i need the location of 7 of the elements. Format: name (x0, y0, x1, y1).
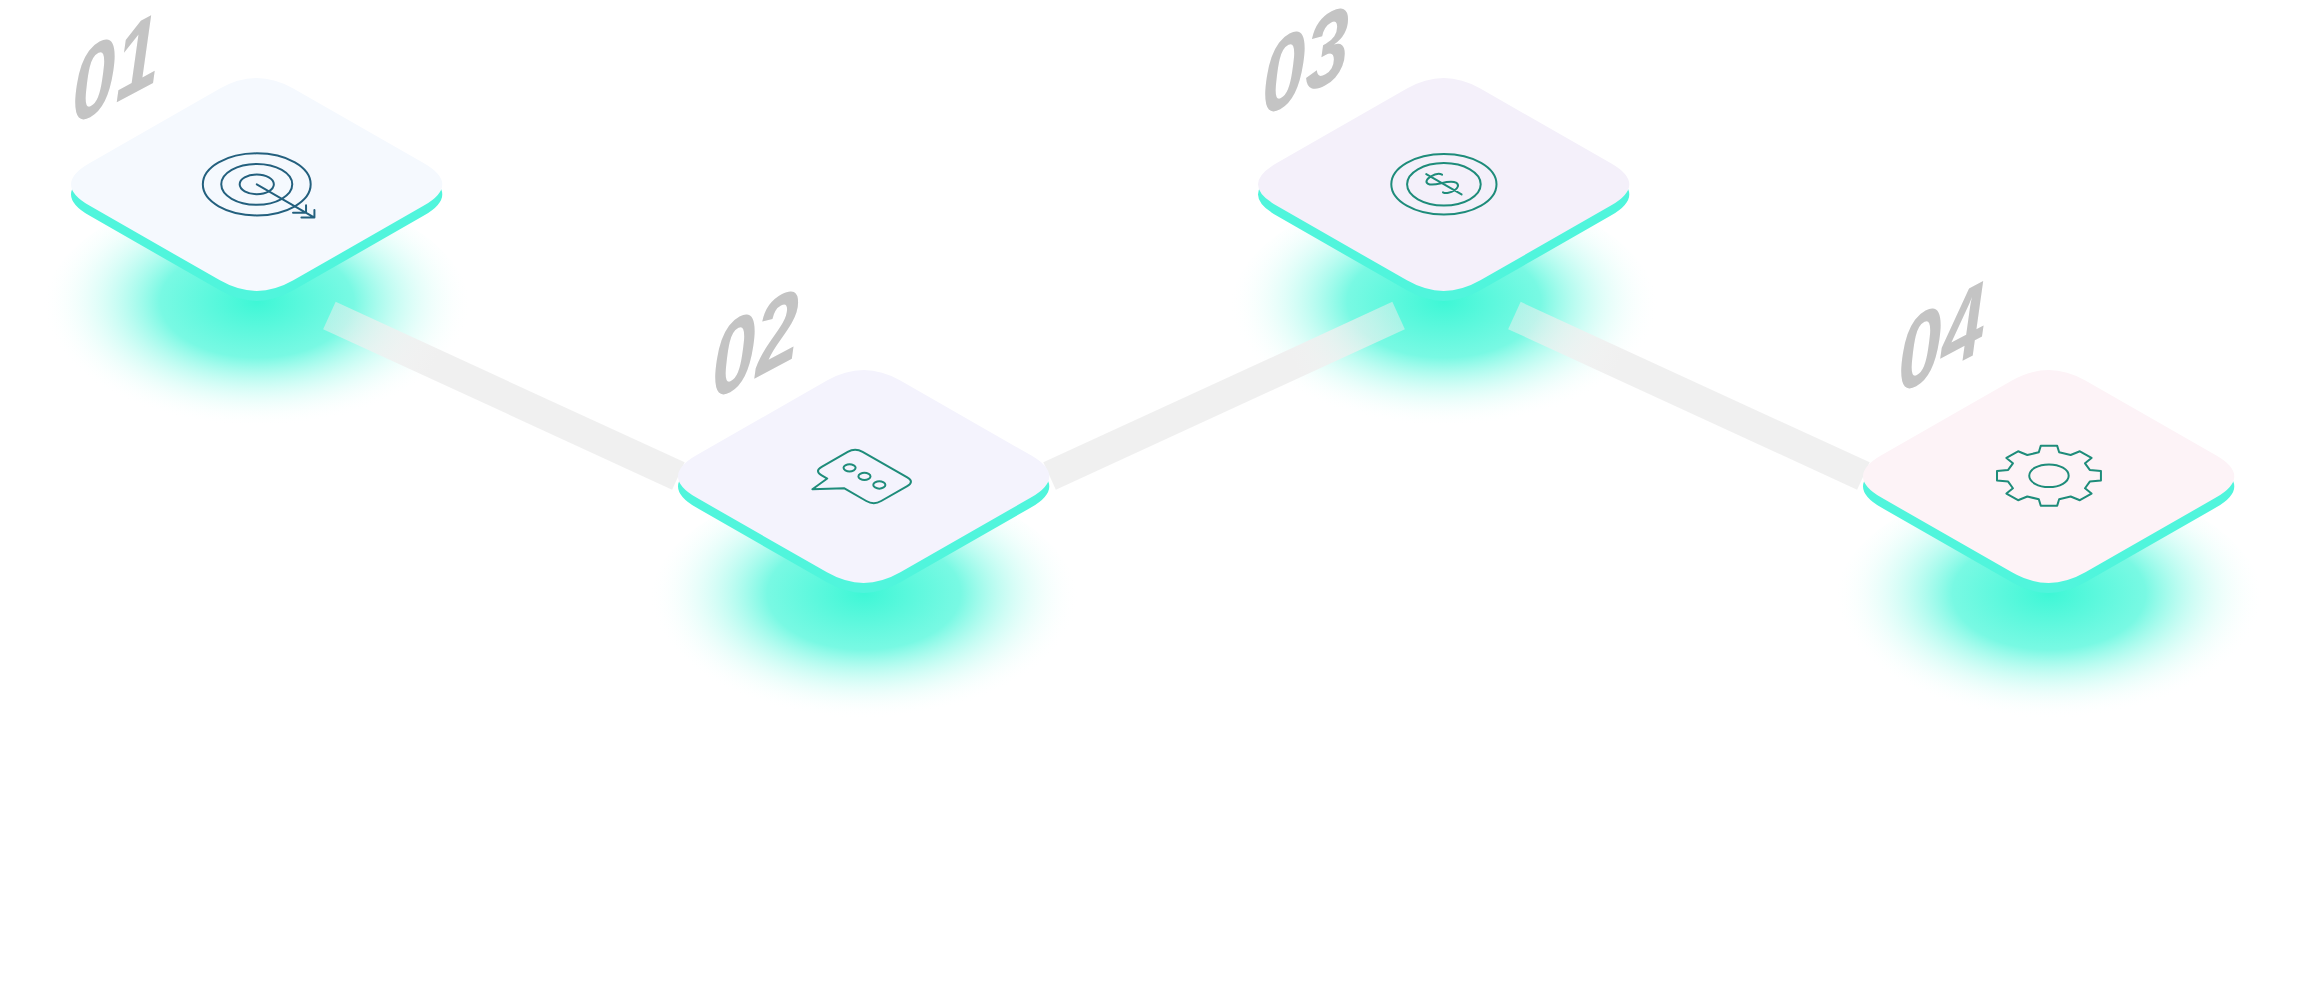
step-number: 03 (1262, 0, 1349, 122)
step-number: 01 (72, 7, 159, 129)
connector-bar (1508, 301, 1870, 490)
connector-bar (1043, 301, 1405, 490)
step-number: 02 (712, 282, 799, 404)
step-number: 04 (1898, 276, 1985, 398)
connector-bar (323, 301, 685, 490)
